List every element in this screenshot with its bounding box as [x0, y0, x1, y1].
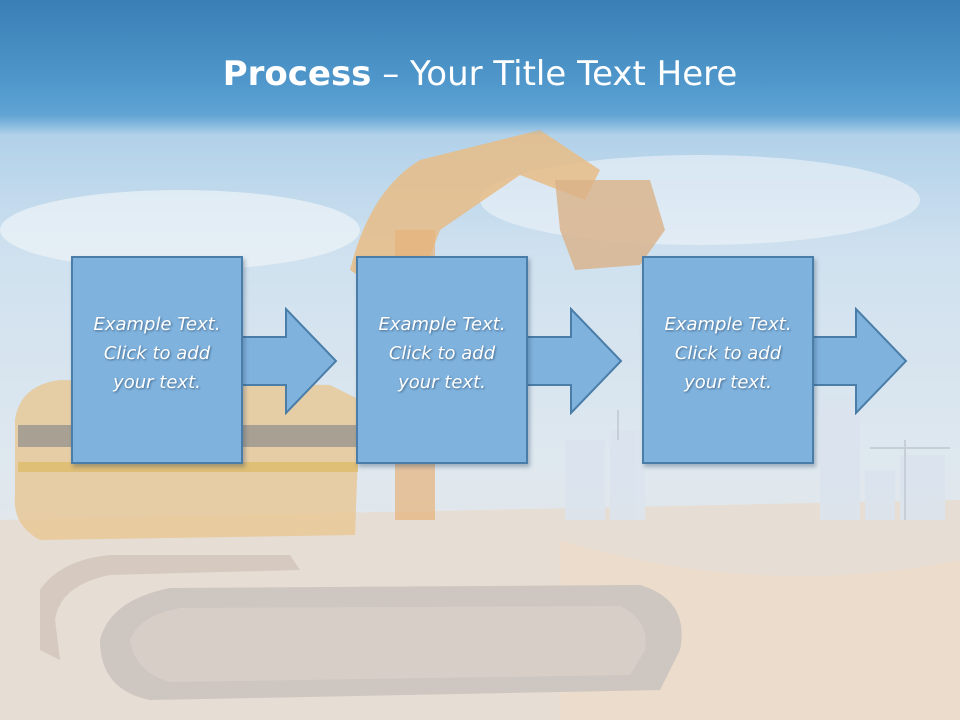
step-line: Click to add: [674, 343, 782, 364]
process-arrow-2: [527, 307, 623, 415]
step-line: Example Text.: [664, 314, 792, 335]
step-line: your text.: [113, 372, 201, 393]
step-text: Example Text. Click to add your text.: [644, 310, 812, 397]
step-line: Example Text.: [378, 314, 506, 335]
process-step-2[interactable]: Example Text. Click to add your text.: [356, 256, 528, 464]
process-arrow-3: [812, 307, 908, 415]
slide-title[interactable]: Process – Your Title Text Here: [0, 50, 960, 98]
step-text: Example Text. Click to add your text.: [73, 310, 241, 397]
step-line: Click to add: [388, 343, 496, 364]
process-arrow-1: [242, 307, 338, 415]
step-line: your text.: [684, 372, 772, 393]
process-step-1[interactable]: Example Text. Click to add your text.: [71, 256, 243, 464]
step-text: Example Text. Click to add your text.: [358, 310, 526, 397]
title-bold: Process: [222, 54, 372, 94]
step-line: your text.: [398, 372, 486, 393]
process-step-3[interactable]: Example Text. Click to add your text.: [642, 256, 814, 464]
title-band: [0, 0, 960, 135]
step-line: Example Text.: [93, 314, 221, 335]
step-line: Click to add: [103, 343, 211, 364]
title-rest: – Your Title Text Here: [371, 54, 738, 94]
